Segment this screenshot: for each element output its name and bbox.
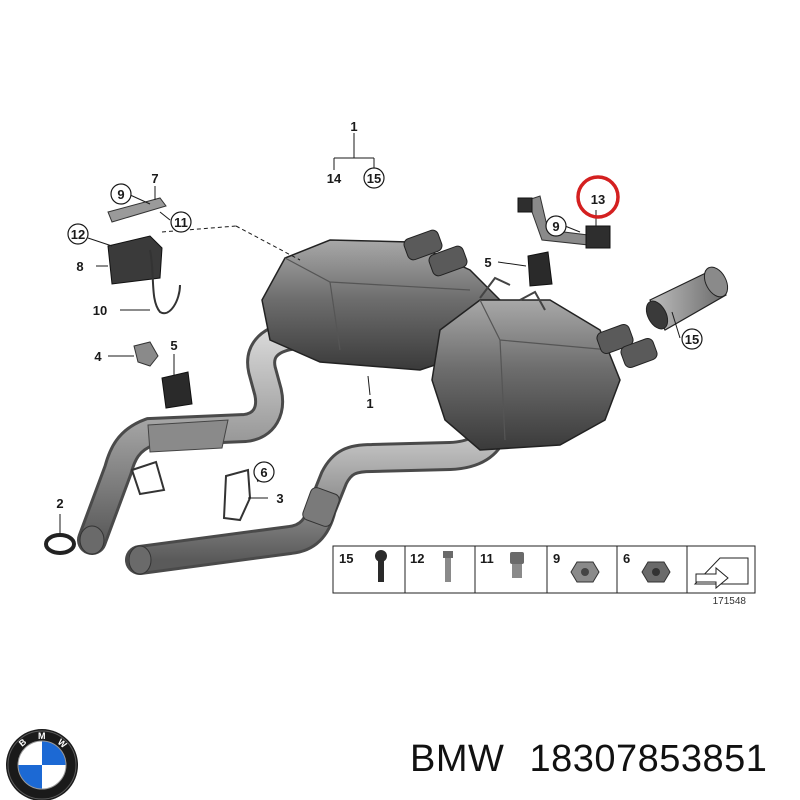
callout-12: 12: [67, 223, 89, 245]
brand-name: BMW: [410, 738, 505, 780]
callout-10: 10: [93, 303, 107, 318]
diagram-id: 171548: [713, 596, 747, 607]
svg-text:12: 12: [71, 227, 85, 242]
legend-cell-arrow: [693, 557, 749, 590]
left-front-pipe: [77, 321, 305, 555]
legend-cell-12: 12: [410, 551, 453, 582]
svg-text:8: 8: [76, 259, 83, 274]
svg-text:5: 5: [484, 255, 491, 270]
svg-text:14: 14: [327, 171, 342, 186]
svg-text:2: 2: [56, 496, 63, 511]
part-number: 18307853851: [529, 738, 768, 780]
callout-8: 8: [76, 259, 83, 274]
callout-1-top: 1: [350, 119, 357, 134]
svg-text:7: 7: [151, 171, 158, 186]
svg-text:10: 10: [93, 303, 107, 318]
brand-part-number: BMW 18307853851: [410, 738, 767, 781]
svg-text:M: M: [38, 731, 46, 741]
muffler-bracket: [479, 276, 546, 311]
svg-text:1: 1: [366, 396, 373, 411]
bracket-part-4: [133, 341, 159, 367]
hanger-part-8: [107, 235, 181, 315]
svg-text:3: 3: [276, 491, 283, 506]
right-muffler: [431, 299, 621, 451]
legend-cell-11: 11: [480, 551, 524, 578]
legend-cell-15: 15: [339, 550, 387, 582]
callout-4: 4: [94, 349, 102, 364]
callout-1-mid: 1: [366, 396, 373, 411]
callout-9-right: 9: [545, 215, 567, 237]
fastener-legend: 15 12 11 9 6 171548: [332, 545, 756, 607]
bracket-part-3: [222, 468, 252, 522]
rubber-mount-5-right: [527, 251, 553, 287]
callout-15-right: 15: [681, 328, 703, 350]
callout-5-left: 5: [170, 338, 177, 353]
svg-text:15: 15: [685, 332, 699, 347]
svg-text:9: 9: [553, 551, 560, 566]
legend-cell-6: 6: [623, 551, 671, 583]
rubber-mount-5-left: [161, 371, 193, 409]
legend-cell-9: 9: [553, 551, 600, 583]
callout-7: 7: [151, 171, 158, 186]
callout-6: 6: [253, 461, 275, 483]
svg-text:6: 6: [623, 551, 630, 566]
svg-text:15: 15: [367, 171, 381, 186]
svg-text:6: 6: [260, 465, 267, 480]
bmw-logo: B M W: [6, 729, 78, 800]
callout-9-left: 9: [110, 183, 132, 205]
svg-text:5: 5: [170, 338, 177, 353]
heat-shield-part-7: [107, 197, 167, 223]
clamp-part-2: [44, 533, 76, 555]
svg-text:B: B: [17, 736, 29, 748]
svg-text:13: 13: [591, 192, 605, 207]
callout-14: 14: [327, 171, 342, 186]
exhaust-tip-15: [645, 266, 729, 331]
leader-lines: [59, 133, 681, 534]
callout-2: 2: [56, 496, 63, 511]
callout-3: 3: [276, 491, 283, 506]
bracket-part-13-assembly: [517, 195, 611, 249]
svg-text:9: 9: [117, 187, 124, 202]
svg-text:4: 4: [94, 349, 102, 364]
callout-13-highlighted: 13: [576, 175, 620, 219]
svg-text:9: 9: [552, 219, 559, 234]
svg-text:11: 11: [480, 551, 494, 566]
svg-text:12: 12: [410, 551, 424, 566]
svg-text:1: 1: [350, 119, 357, 134]
callout-15-top: 15: [363, 167, 385, 189]
callout-11: 11: [170, 211, 192, 233]
svg-text:15: 15: [339, 551, 353, 566]
callout-5-right: 5: [484, 255, 491, 270]
bracket-lower-left: [130, 460, 166, 496]
muffler-tailpipes: [403, 229, 658, 368]
svg-text:11: 11: [174, 215, 188, 230]
